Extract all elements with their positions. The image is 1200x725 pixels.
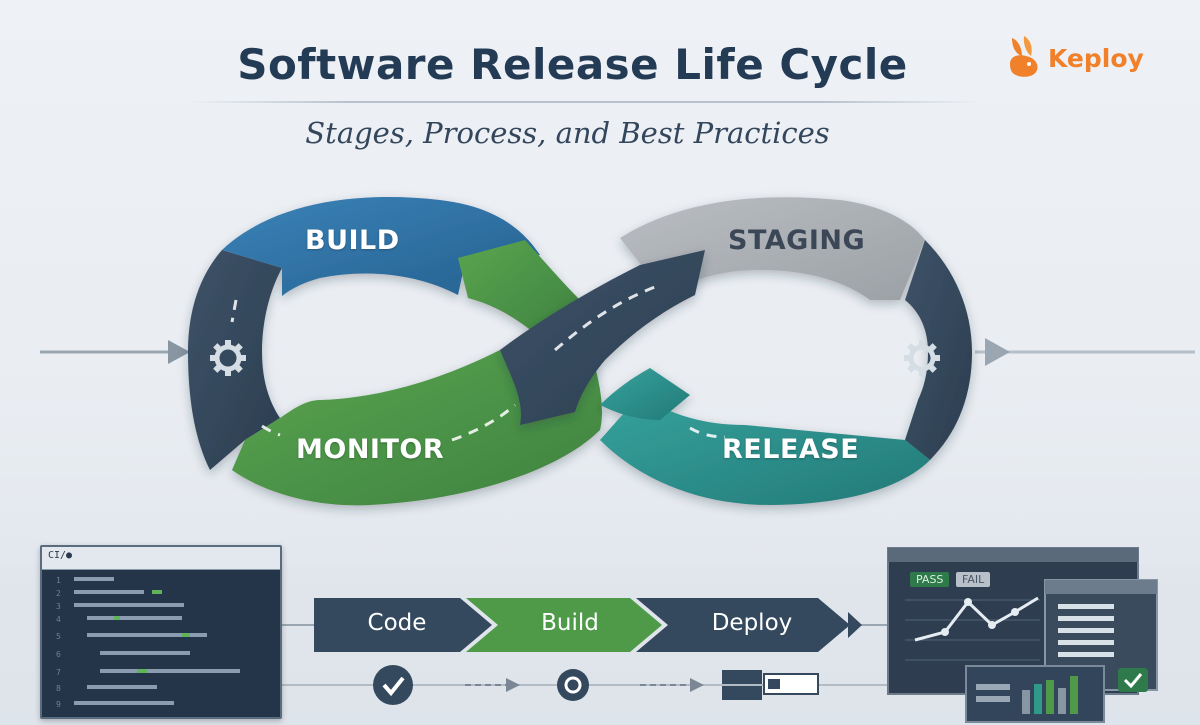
dashboard-panel-bars <box>965 665 1105 723</box>
gear-icon <box>210 340 246 376</box>
ci-panel-titlebar <box>42 547 280 570</box>
pipeline-label-deploy: Deploy <box>711 610 793 636</box>
stage-segment-release-inner <box>600 368 690 420</box>
stage-label-build: BUILD <box>305 225 400 256</box>
stage-label-staging: STAGING <box>728 225 866 256</box>
loop-right-arc <box>905 240 972 460</box>
ci-panel-caption: CI/● <box>48 550 73 561</box>
incoming-arrow <box>40 340 190 364</box>
line-number: 9 <box>56 700 61 709</box>
brand-name: Keploy <box>1048 43 1144 73</box>
check-icon <box>1118 668 1148 692</box>
lane-markings <box>230 283 726 442</box>
pipeline-label-build: Build <box>541 610 599 636</box>
pipeline-label-code: Code <box>367 610 427 636</box>
code-lines: 1 2 3 4 5 6 7 8 9 <box>56 576 240 709</box>
line-number: 2 <box>56 589 61 598</box>
loop-crossover-band <box>500 250 705 425</box>
check-icon <box>373 665 413 705</box>
rabbit-logo-icon <box>1010 36 1038 77</box>
gear-icon <box>557 669 589 701</box>
line-number: 5 <box>56 632 61 641</box>
ci-code-panel: CI/● 1 2 3 4 5 6 7 8 9 <box>40 545 282 719</box>
line-number: 3 <box>56 602 61 611</box>
server-icon <box>722 670 819 700</box>
gear-icon <box>904 340 940 376</box>
pipeline-step-code <box>314 598 492 652</box>
loop-left-arc <box>188 250 282 470</box>
stage-segment-build <box>222 197 540 296</box>
line-number: 1 <box>56 576 61 585</box>
pipeline-step-deploy <box>636 598 850 652</box>
brand-logo: Keploy <box>1004 34 1144 82</box>
stage-segment-build-green <box>458 240 580 338</box>
stage-label-release: RELEASE <box>722 434 860 465</box>
page-subtitle: Stages, Process, and Best Practices <box>305 116 830 150</box>
line-number: 7 <box>56 668 61 677</box>
page-title: Software Release Life Cycle <box>237 40 908 89</box>
stage-segment-monitor <box>232 350 602 506</box>
outgoing-arrow <box>975 338 1195 366</box>
line-number: 6 <box>56 650 61 659</box>
line-number: 4 <box>56 615 61 624</box>
stage-segment-release <box>600 395 930 505</box>
pipeline-step-build <box>466 598 662 652</box>
title-divider <box>190 101 980 103</box>
line-number: 8 <box>56 684 61 693</box>
pass-badge: PASS <box>910 572 950 587</box>
stage-label-monitor: MONITOR <box>296 434 445 465</box>
fail-badge: FAIL <box>956 572 991 587</box>
